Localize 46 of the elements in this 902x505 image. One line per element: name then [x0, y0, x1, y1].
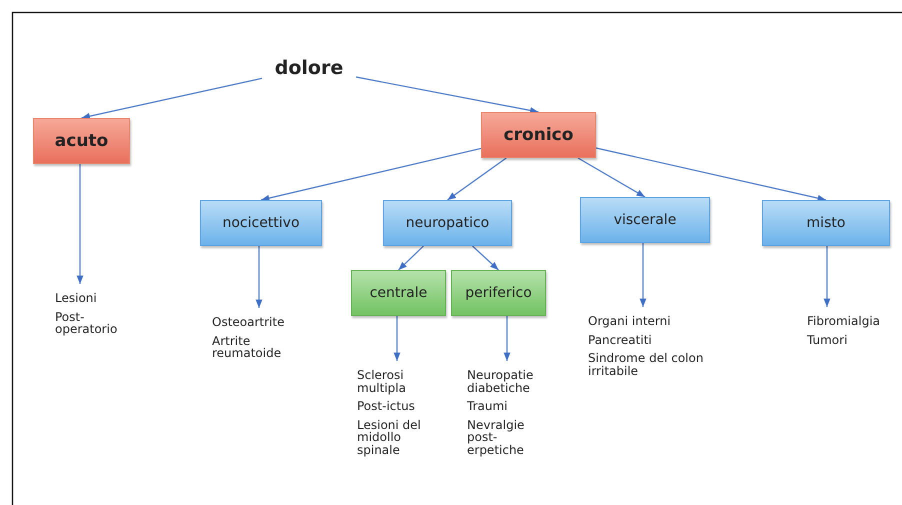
category-box	[481, 112, 596, 158]
arrow	[256, 246, 262, 308]
subcategory-box	[351, 270, 446, 316]
arrow	[447, 158, 507, 200]
box-label: centrale	[370, 285, 428, 301]
arrow	[596, 147, 826, 202]
list-item: Organi interni	[588, 315, 672, 328]
box-label: acuto	[54, 131, 108, 151]
box-label: viscerale	[614, 212, 676, 228]
box-label: misto	[806, 215, 846, 231]
box-label: nocicettivo	[222, 215, 300, 231]
list-item: Traumi	[467, 400, 508, 413]
list-item: Fibromialgia	[807, 315, 882, 328]
list-item: Tumori	[807, 334, 848, 346]
arrow	[472, 246, 499, 270]
category-box	[383, 200, 512, 246]
list-item: Neuropatie diabetiche	[467, 369, 534, 394]
box-label: cronico	[504, 125, 574, 145]
box-label: periferico	[465, 285, 532, 301]
box-label: neuropatico	[406, 215, 490, 231]
arrow	[824, 246, 830, 307]
list-item: Nevralgie post- erpetiche	[467, 418, 526, 457]
arrow	[356, 76, 539, 114]
category-box	[580, 197, 710, 243]
list-item: Sindrome del colon irritabile	[588, 352, 704, 378]
list-item: Lesioni	[55, 292, 98, 305]
arrow	[76, 164, 84, 284]
list-item: Sclerosi multipla	[357, 369, 407, 394]
arrow	[504, 316, 510, 361]
list-item: Post-ictus	[357, 400, 416, 413]
arrow	[398, 246, 424, 270]
category-box	[762, 200, 890, 246]
list-item: Osteoartrite	[212, 316, 286, 329]
list-item: Post- operatorio	[55, 310, 118, 336]
arrow	[578, 157, 646, 198]
arrow	[394, 316, 400, 361]
title-text: dolore	[274, 57, 344, 79]
arrow	[640, 243, 646, 307]
list-item: Lesioni del midollo spinale	[357, 418, 422, 457]
arrow	[81, 78, 262, 120]
list-item: Artrite reumatoide	[212, 334, 282, 360]
category-box	[33, 118, 130, 164]
subcategory-box	[451, 270, 546, 316]
category-box	[200, 200, 322, 246]
list-item: Pancreatiti	[588, 334, 653, 346]
arrow	[260, 148, 482, 202]
